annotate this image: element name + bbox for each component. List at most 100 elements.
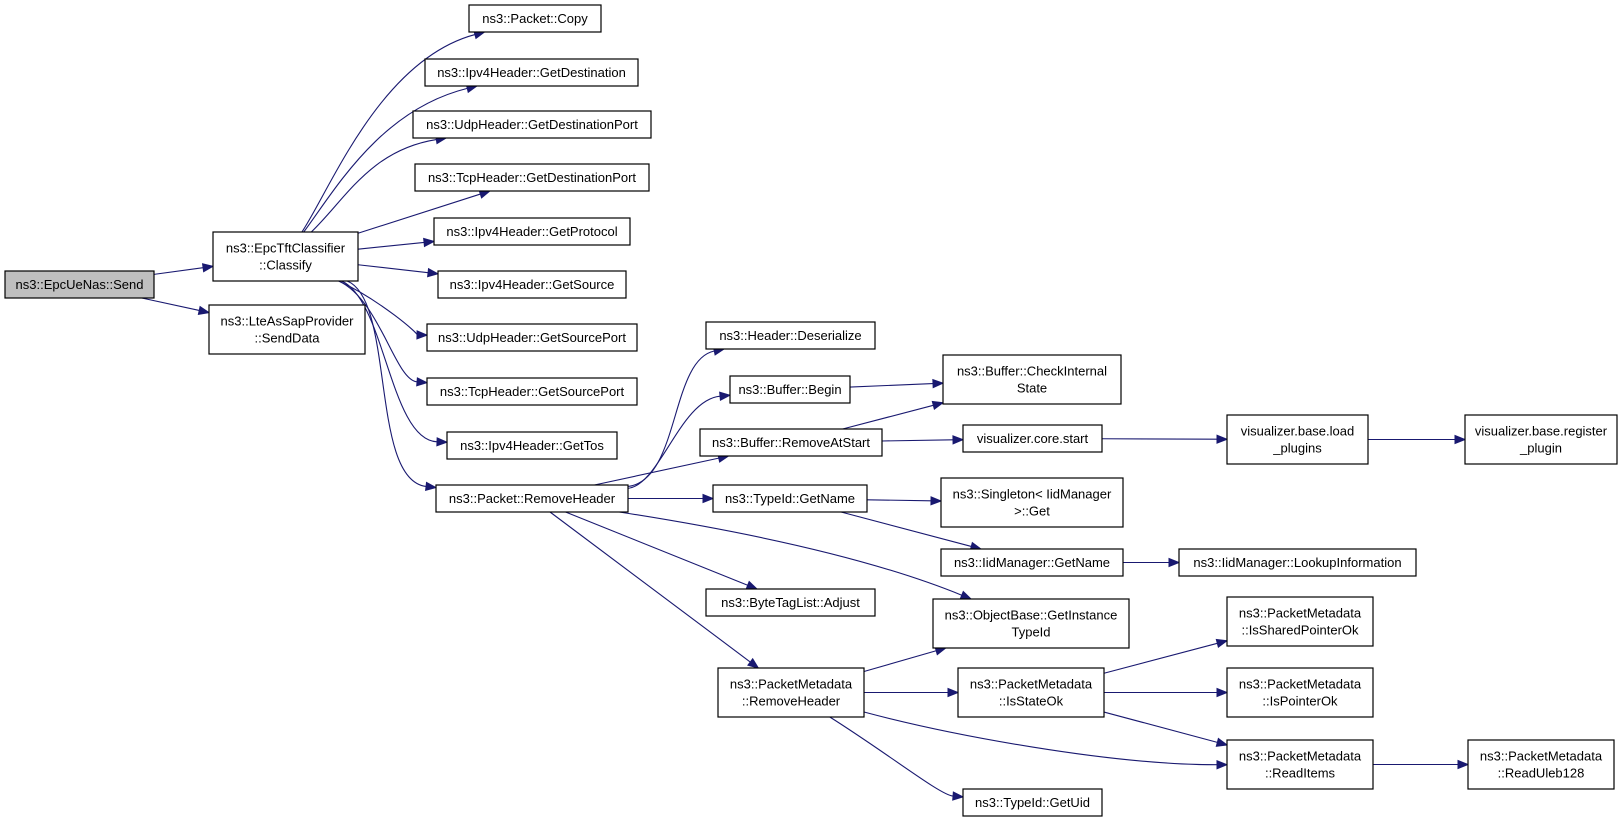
node-label: >::Get [1014,504,1050,519]
node-box [1226,667,1374,718]
node-box [435,484,629,513]
node-bufremove[interactable]: ns3::Buffer::RemoveAtStart [699,428,883,457]
node-bytetag[interactable]: ns3::ByteTagList::Adjust [705,588,876,617]
node-tcpsrcport[interactable]: ns3::TcpHeader::GetSourcePort [426,377,638,406]
edge-arrowhead [702,493,715,504]
node-label: ns3::Packet::Copy [482,11,588,26]
edge-arrowhead [416,330,429,340]
edge-line [341,280,438,443]
node-label: _plugins [1272,441,1322,456]
node-box [468,4,602,33]
node-issharedptr[interactable]: ns3::PacketMetadata::IsSharedPointerOk [1226,596,1374,647]
node-udpdestport[interactable]: ns3::UdpHeader::GetDestinationPort [412,110,652,139]
edge-line [1103,711,1218,743]
node-ispointerok[interactable]: ns3::PacketMetadata::IsPointerOk [1226,667,1374,718]
node-box [1226,414,1369,465]
node-getuid[interactable]: ns3::TypeId::GetUid [962,788,1103,817]
edge-line [549,511,751,663]
edge-readitems-to-readuleb [1373,759,1470,770]
edge-line [849,383,934,388]
edge-removeheader-to-typeidname [628,493,715,504]
node-bufbegin[interactable]: ns3::Buffer::Begin [729,375,851,404]
node-iidgetname[interactable]: ns3::IidManager::GetName [940,548,1124,577]
node-senddata[interactable]: ns3::LteAsSapProvider::SendData [208,304,366,355]
edge-typeidname-to-singleton [866,496,943,506]
node-box [412,110,652,139]
node-readitems[interactable]: ns3::PacketMetadata::ReadItems [1226,739,1374,790]
node-readuleb[interactable]: ns3::PacketMetadata::ReadUleb128 [1467,739,1615,790]
node-label: ns3::Ipv4Header::GetProtocol [446,224,617,239]
node-box [426,377,638,406]
node-box [962,424,1103,453]
node-singleton[interactable]: ns3::Singleton< IidManager>::Get [940,477,1124,528]
node-label: ns3::Buffer::Begin [738,382,841,397]
node-label: ::ReadItems [1265,766,1336,781]
node-udpsrcport[interactable]: ns3::UdpHeader::GetSourcePort [426,323,638,352]
node-label: ::IsSharedPointerOk [1241,623,1359,638]
node-box [1178,548,1417,577]
edge-vizstart-to-loadplugins [1101,434,1229,444]
node-label: ns3::Header::Deserialize [719,328,861,343]
edge-line [1103,642,1218,674]
node-box [705,588,876,617]
node-box [1226,739,1374,790]
node-send[interactable]: ns3::EpcUeNas::Send [4,270,155,299]
node-deserialize[interactable]: ns3::Header::Deserialize [705,321,876,350]
edge-arrowhead [427,267,440,278]
node-box [433,217,631,246]
node-loadplugins[interactable]: visualizer.base.load _plugins [1226,414,1369,465]
edge-arrowhead [1216,434,1229,444]
edge-arrowhead [719,391,732,401]
edge-line [840,511,972,547]
node-label: ::ReadUleb128 [1498,766,1585,781]
node-box [1464,414,1618,465]
node-label: ns3::ByteTagList::Adjust [721,595,860,610]
node-typeidname[interactable]: ns3::TypeId::GetName [712,484,868,513]
node-copy[interactable]: ns3::Packet::Copy [468,4,602,33]
edge-arrowhead [416,377,429,387]
edge-isstateok-to-issharedptr [1103,638,1229,674]
node-ipv4tos[interactable]: ns3::Ipv4Header::GetTos [446,431,618,460]
node-registerplugin[interactable]: visualizer.base.register_plugin [1464,414,1618,465]
node-removeheader[interactable]: ns3::Packet::RemoveHeader [435,484,629,513]
node-lookup[interactable]: ns3::IidManager::LookupInformation [1178,548,1417,577]
node-tcpdestport[interactable]: ns3::TcpHeader::GetDestinationPort [414,163,650,192]
edge-line [863,650,937,673]
edge-line [303,87,468,233]
edge-arrowhead [436,437,449,447]
edge-classify-to-ipv4proto [357,237,436,250]
edge-arrowhead [1454,434,1467,445]
edge-line [863,711,1218,766]
edge-isstateok-to-ispointerok [1104,687,1229,698]
node-ipv4proto[interactable]: ns3::Ipv4Header::GetProtocol [433,217,631,246]
node-classify[interactable]: ns3::EpcTftClassifier::Classify [212,231,359,282]
node-label: _plugin [1519,441,1562,456]
node-ipv4dest[interactable]: ns3::Ipv4Header::GetDestination [424,58,639,87]
edge-arrowhead [1457,759,1470,770]
node-box [940,548,1124,577]
node-pmremove[interactable]: ns3::PacketMetadata::RemoveHeader [717,667,865,718]
node-label: ns3::IidManager::LookupInformation [1193,555,1401,570]
edge-iidgetname-to-lookup [1123,557,1181,568]
node-box [212,231,359,282]
edge-arrowhead [1168,557,1181,568]
node-box [414,163,650,192]
node-label: visualizer.base.load [1241,424,1354,439]
edge-line [141,297,200,312]
node-box [424,58,639,87]
edge-arrowhead [952,791,965,801]
node-label: TypeId [1011,625,1050,640]
edge-arrowhead [745,580,759,590]
node-box [962,788,1103,817]
node-label: ns3::IidManager::GetName [954,555,1110,570]
node-label: ns3::UdpHeader::GetSourcePort [438,330,626,345]
node-isstateok[interactable]: ns3::PacketMetadata::IsStateOk [957,667,1105,718]
node-label: ns3::TcpHeader::GetSourcePort [440,384,625,399]
edge-removeheader-to-deserialize [627,346,726,488]
node-label: ns3::PacketMetadata [970,677,1093,692]
node-vizstart[interactable]: visualizer.core.start [962,424,1103,453]
node-ipv4src[interactable]: ns3::Ipv4Header::GetSource [437,270,627,299]
node-label: ::Classify [259,258,312,273]
